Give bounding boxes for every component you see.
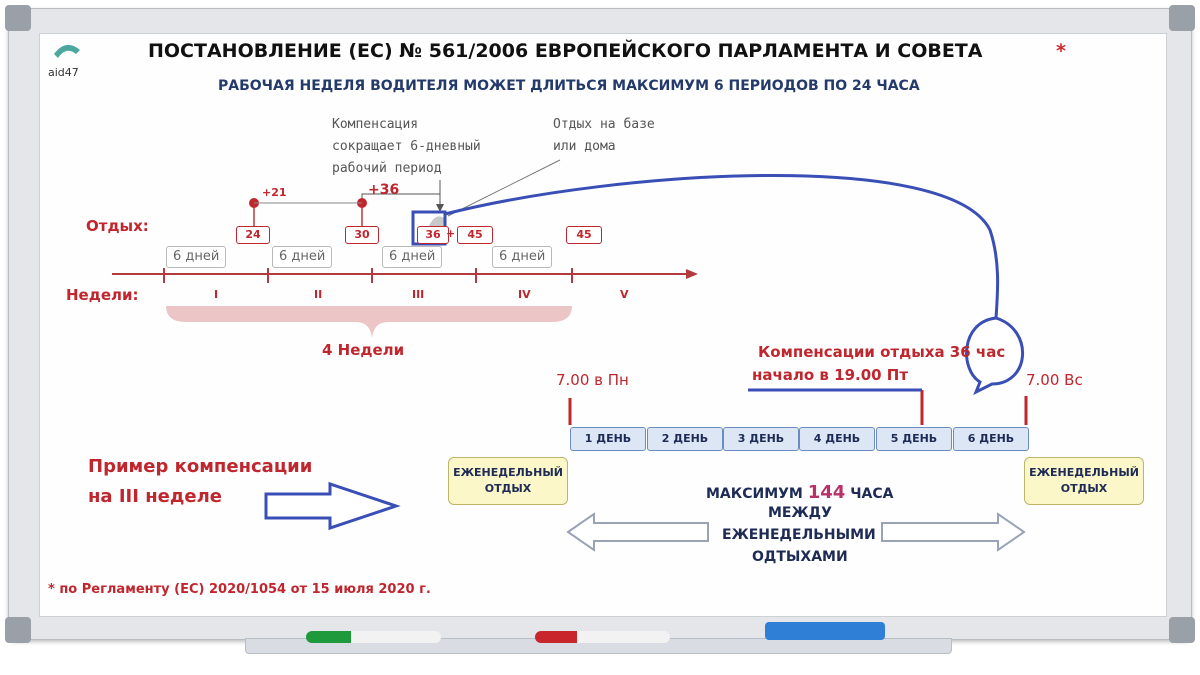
subtitle: РАБОЧАЯ НЕДЕЛЯ ВОДИТЕЛЯ МОЖЕТ ДЛИТЬСЯ МА… — [218, 78, 920, 94]
max-hours-line: ОДТЫХАМИ — [752, 549, 848, 565]
weekly-rest-line: ЕЖЕНЕДЕЛЬНЫЙ — [453, 465, 563, 481]
rest-value-box: 45 — [566, 226, 602, 244]
plus21-label: +21 — [262, 186, 287, 199]
max-suffix: ЧАСА — [850, 486, 893, 502]
rest-value-box: 45 — [457, 226, 493, 244]
max-hours-line: ЕЖЕНЕДЕЛЬНЫМИ — [722, 527, 876, 543]
day-cell: 3 ДЕНЬ — [723, 427, 799, 451]
footnote: * по Регламенту (ЕС) 2020/1054 от 15 июл… — [48, 582, 431, 597]
right-range-arrow — [882, 514, 1024, 550]
rest-value-box: 36 — [417, 226, 449, 244]
work-period-box: 6 дней — [492, 246, 552, 268]
max-prefix: МАКСИМУМ — [706, 486, 803, 502]
timeline-arrowhead — [686, 269, 698, 279]
week-ticks — [164, 268, 572, 283]
rest-location-note-line: Отдых на базе — [553, 117, 655, 132]
day-cell: 6 ДЕНЬ — [953, 427, 1029, 451]
four-weeks-brace — [166, 306, 572, 338]
rest-location-note-line: или дома — [553, 139, 616, 154]
compensation-note-line: рабочий период — [332, 161, 442, 176]
compensation-note-line: сокращает 6-дневный — [332, 139, 481, 154]
start-time-label: 7.00 в Пн — [556, 371, 629, 389]
logo-text: aid47 — [48, 66, 79, 79]
max-hours-value: 144 — [808, 482, 846, 503]
day-cell: 4 ДЕНЬ — [799, 427, 875, 451]
rest-value-box: 24 — [236, 226, 270, 244]
plus-sign: + — [446, 227, 455, 240]
weekly-rest-line: ОТДЫХ — [1029, 481, 1139, 497]
example-arrow — [266, 484, 396, 528]
rest-row-label: Отдых: — [86, 217, 149, 235]
logo-swoosh — [54, 45, 80, 58]
weeks-row-label: Недели: — [66, 286, 139, 304]
week-label: II — [314, 288, 322, 301]
four-weeks-label: 4 Недели — [322, 341, 404, 359]
work-period-box: 6 дней — [166, 246, 226, 268]
example-label-line: на III неделе — [88, 486, 222, 507]
week-label: III — [412, 288, 424, 301]
week-label: IV — [518, 288, 531, 301]
left-range-arrow — [568, 514, 708, 550]
end-time-label: 7.00 Вс — [1026, 371, 1083, 389]
week-label: V — [620, 288, 629, 301]
day-cell: 2 ДЕНЬ — [647, 427, 723, 451]
weekly-rest-line: ОТДЫХ — [453, 481, 563, 497]
max-hours-line: МАКСИМУМ 144 ЧАСА — [706, 482, 893, 503]
work-period-box: 6 дней — [272, 246, 332, 268]
example-label-line: Пример компенсации — [88, 456, 312, 477]
title-footnote-marker: * — [1056, 40, 1066, 62]
plus36-label: +36 — [368, 182, 399, 198]
work-period-box: 6 дней — [382, 246, 442, 268]
compensation-title: Компенсации отдыха 36 час — [758, 343, 1005, 361]
day-cell: 1 ДЕНЬ — [570, 427, 646, 451]
max-hours-line: МЕЖДУ — [768, 505, 832, 521]
compensation-note-line: Компенсация — [332, 117, 418, 132]
day-cell: 5 ДЕНЬ — [876, 427, 952, 451]
weekly-rest-line: ЕЖЕНЕДЕЛЬНЫЙ — [1029, 465, 1139, 481]
week-label: I — [214, 288, 218, 301]
rest-value-box: 30 — [345, 226, 379, 244]
compensation-start: начало в 19.00 Пт — [752, 366, 908, 384]
page-title: ПОСТАНОВЛЕНИЕ (ЕС) № 561/2006 ЕВРОПЕЙСКО… — [148, 40, 982, 62]
